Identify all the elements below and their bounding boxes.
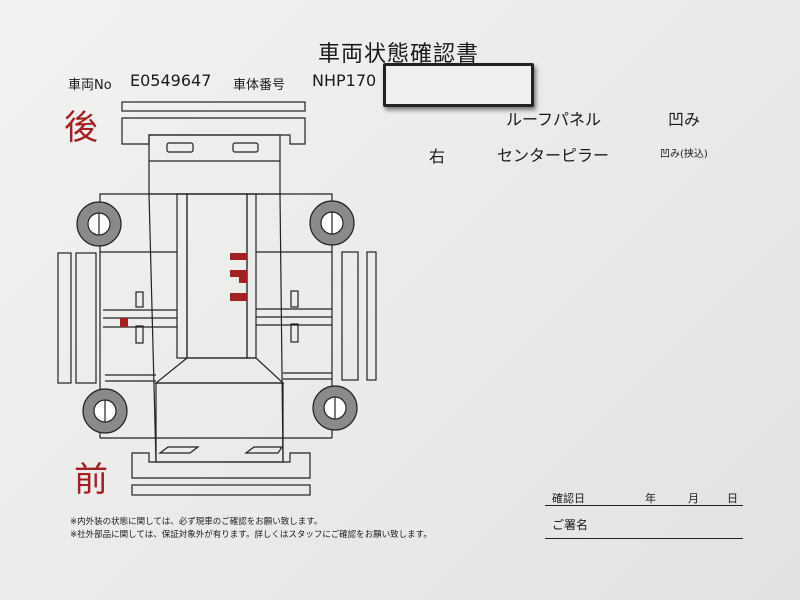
rear-bar (121, 101, 306, 112)
redaction-sticker (383, 63, 534, 107)
tire-icons (76, 200, 358, 434)
windshield (154, 357, 285, 384)
door-lines (100, 251, 332, 382)
body-top (99, 193, 333, 215)
signature-label: ご署名 (552, 518, 589, 532)
day-label: 日 (727, 492, 738, 505)
footnote-1: ※内外装の状態に関しては、必ず現車のご確認をお願い致します。 (70, 517, 323, 527)
rear-light-left (166, 142, 194, 153)
tire-front-left (82, 388, 128, 434)
front-bar (131, 484, 311, 496)
damage-marks (120, 253, 247, 327)
right-side-panel (341, 251, 359, 381)
left-pillar (176, 193, 188, 359)
rear-light-right (232, 142, 259, 153)
vehicle-no: E0549647 (130, 71, 212, 90)
damage-condition-1: 凹み (668, 110, 701, 129)
document-title: 車両状態確認書 (318, 42, 480, 67)
tire-front-right (312, 385, 358, 431)
month-label: 月 (688, 492, 699, 505)
tire-rear-left (76, 201, 122, 247)
year-label: 年 (645, 492, 656, 505)
right-outer-strip (366, 251, 377, 381)
door-handle (290, 290, 299, 308)
front-label: 前 (74, 460, 108, 500)
hood (155, 382, 284, 463)
rear-bumper (121, 117, 306, 145)
left-outer-strip (57, 252, 72, 384)
door-handle (290, 323, 299, 343)
front-light-left (158, 446, 200, 454)
signature-line (545, 538, 743, 539)
left-side-panel (75, 252, 97, 384)
damage-side-2: 右 (429, 147, 446, 166)
door-handle (135, 291, 144, 308)
damage-part-1: ルーフパネル (506, 110, 602, 129)
footnote-2: ※社外部品に関しては、保証対象外が有ります。詳しくはスタッフにご確認をお願い致し… (70, 530, 432, 540)
date-line (545, 505, 743, 506)
chassis-no: NHP170 (312, 71, 377, 90)
damage-mark-roof (230, 253, 247, 260)
confirm-date-label: 確認日 (552, 492, 585, 505)
damage-mark-pillar (120, 318, 128, 327)
door-handle (135, 325, 144, 344)
tire-rear-right (309, 200, 355, 246)
right-pillar (246, 193, 257, 359)
chassis-no-label: 車体番号 (233, 78, 286, 93)
vehicle-no-label: 車両No (68, 78, 112, 93)
damage-mark-roof (230, 293, 247, 301)
front-light-right (244, 446, 284, 454)
rear-label: 後 (64, 108, 98, 148)
damage-mark-roof (230, 270, 247, 283)
trunk (148, 134, 281, 195)
damage-condition-2: 凹み(挟込) (660, 149, 708, 160)
front-bumper (131, 452, 311, 479)
damage-part-2: センターピラー (497, 146, 610, 165)
